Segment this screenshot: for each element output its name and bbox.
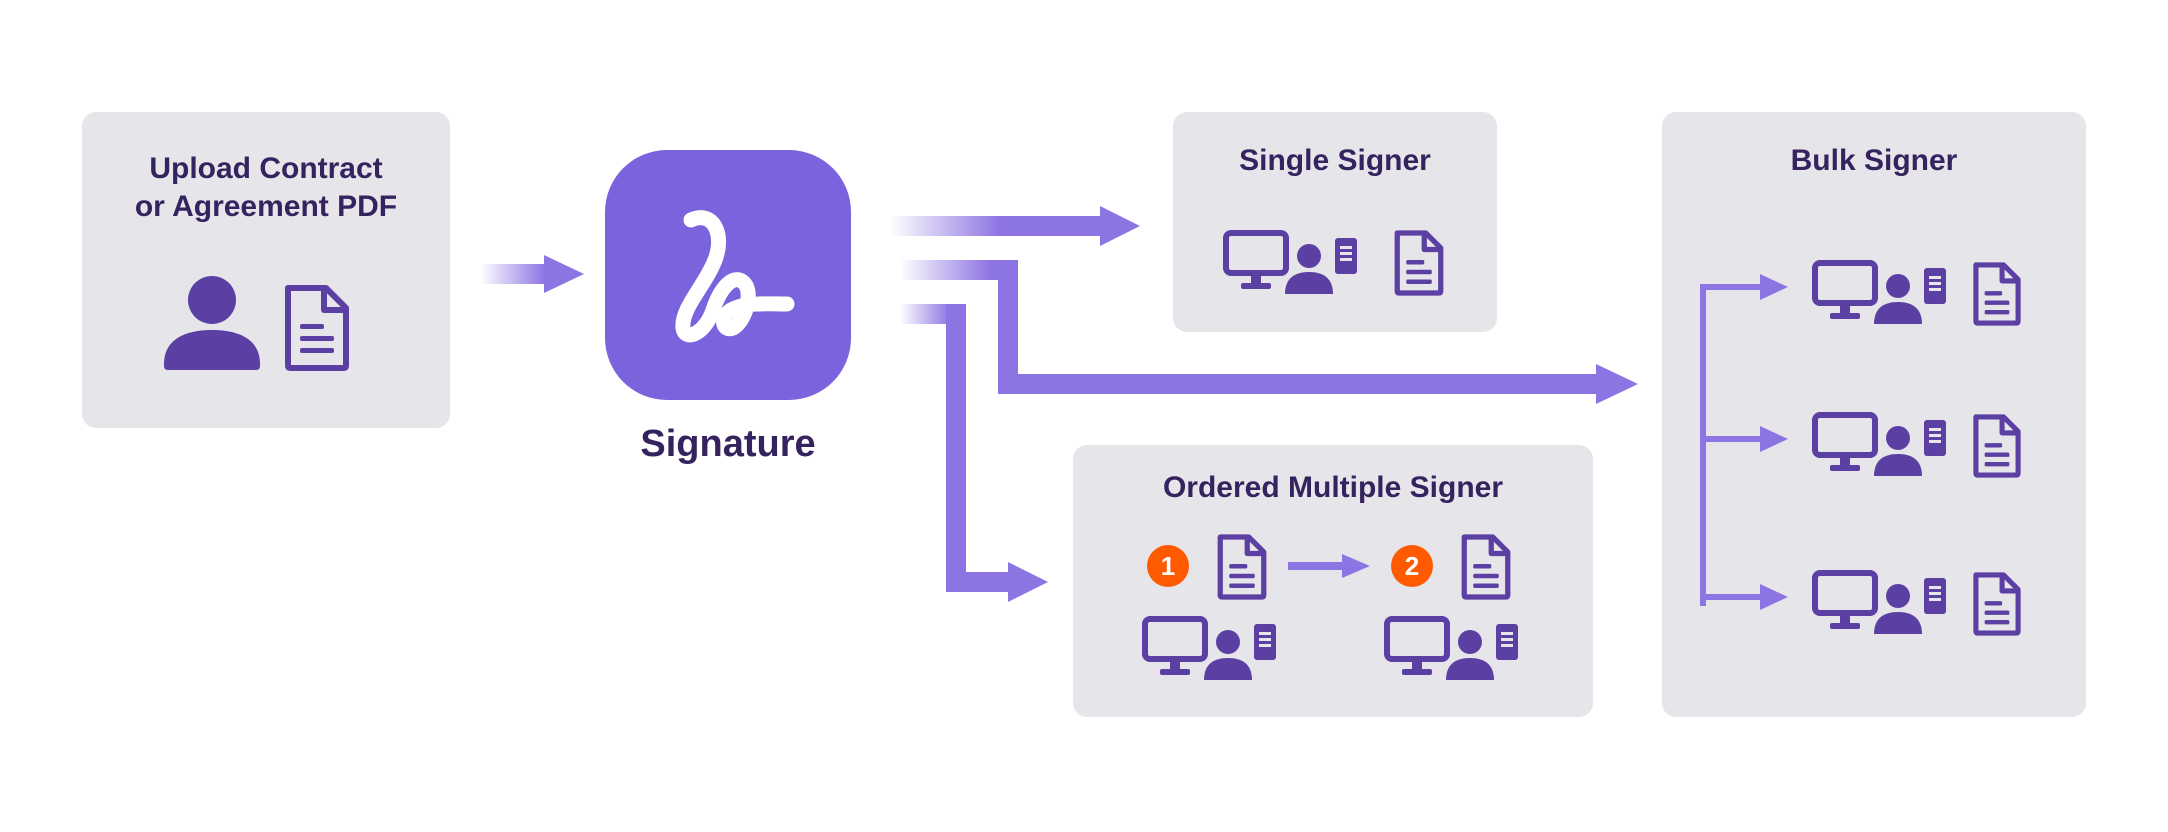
person-icon: [1874, 584, 1922, 634]
single-signer-card: Single Signer: [1173, 112, 1497, 332]
app-to-single-arrow: [890, 206, 1140, 246]
computer-person-phone-group: [1223, 230, 1357, 294]
person-icon: [1204, 630, 1252, 680]
signer-2-devices-group: [1384, 616, 1518, 680]
phone-icon: [1335, 238, 1357, 274]
signature-squiggle-icon: [675, 210, 795, 343]
app-to-ordered-arrow: [900, 304, 1048, 602]
computer-icon: [1812, 412, 1878, 471]
step-1-badge: 1: [1147, 545, 1189, 587]
step-2-badge: 2: [1391, 545, 1433, 587]
app-to-bulk-arrow: [900, 260, 1638, 404]
person-icon: [164, 276, 260, 370]
upload-title-line1: Upload Contract: [149, 152, 383, 185]
signature-app-tile: [605, 150, 851, 400]
phone-icon: [1496, 624, 1518, 660]
computer-icon: [1223, 230, 1289, 289]
person-icon: [1874, 426, 1922, 476]
bulk-signer-row-1-devices: [1812, 260, 1946, 324]
phone-icon: [1924, 420, 1946, 456]
signature-app-label: Signature: [640, 423, 816, 465]
computer-icon: [1384, 616, 1450, 675]
bulk-signer-title: Bulk Signer: [1790, 144, 1958, 177]
upload-card: Upload Contract or Agreement PDF: [82, 112, 450, 428]
upload-title: Upload Contract or Agreement PDF: [82, 150, 450, 226]
branch-arrow-1: [1700, 274, 1788, 300]
phone-icon: [1254, 624, 1276, 660]
ordered-signer-title: Ordered Multiple Signer: [1162, 471, 1504, 504]
document-icon: [1973, 572, 2021, 636]
branch-arrow-3: [1700, 584, 1788, 610]
computer-icon: [1812, 570, 1878, 629]
computer-icon: [1142, 616, 1208, 675]
bulk-signer-row-2-devices: [1812, 412, 1946, 476]
person-icon: [1285, 244, 1333, 294]
single-signer-title: Single Signer: [1239, 144, 1431, 177]
phone-icon: [1924, 578, 1946, 614]
document-icon: [1973, 262, 2021, 326]
signer-1-devices-group: [1142, 616, 1276, 680]
document-icon: [1973, 414, 2021, 478]
arrow-right-icon: [1288, 554, 1370, 578]
computer-icon: [1812, 260, 1878, 319]
document-icon: [1394, 230, 1444, 296]
bulk-branch-arrows: [1700, 274, 1788, 610]
phone-icon: [1924, 268, 1946, 304]
upload-to-app-arrow: [478, 255, 584, 293]
document-icon: [285, 285, 349, 371]
person-icon: [1446, 630, 1494, 680]
upload-title-line2: or Agreement PDF: [134, 190, 398, 223]
document-icon: [1461, 534, 1511, 600]
branch-arrow-2: [1700, 426, 1788, 452]
person-icon: [1874, 274, 1922, 324]
bulk-signer-row-3-devices: [1812, 570, 1946, 634]
document-icon: [1217, 534, 1267, 600]
